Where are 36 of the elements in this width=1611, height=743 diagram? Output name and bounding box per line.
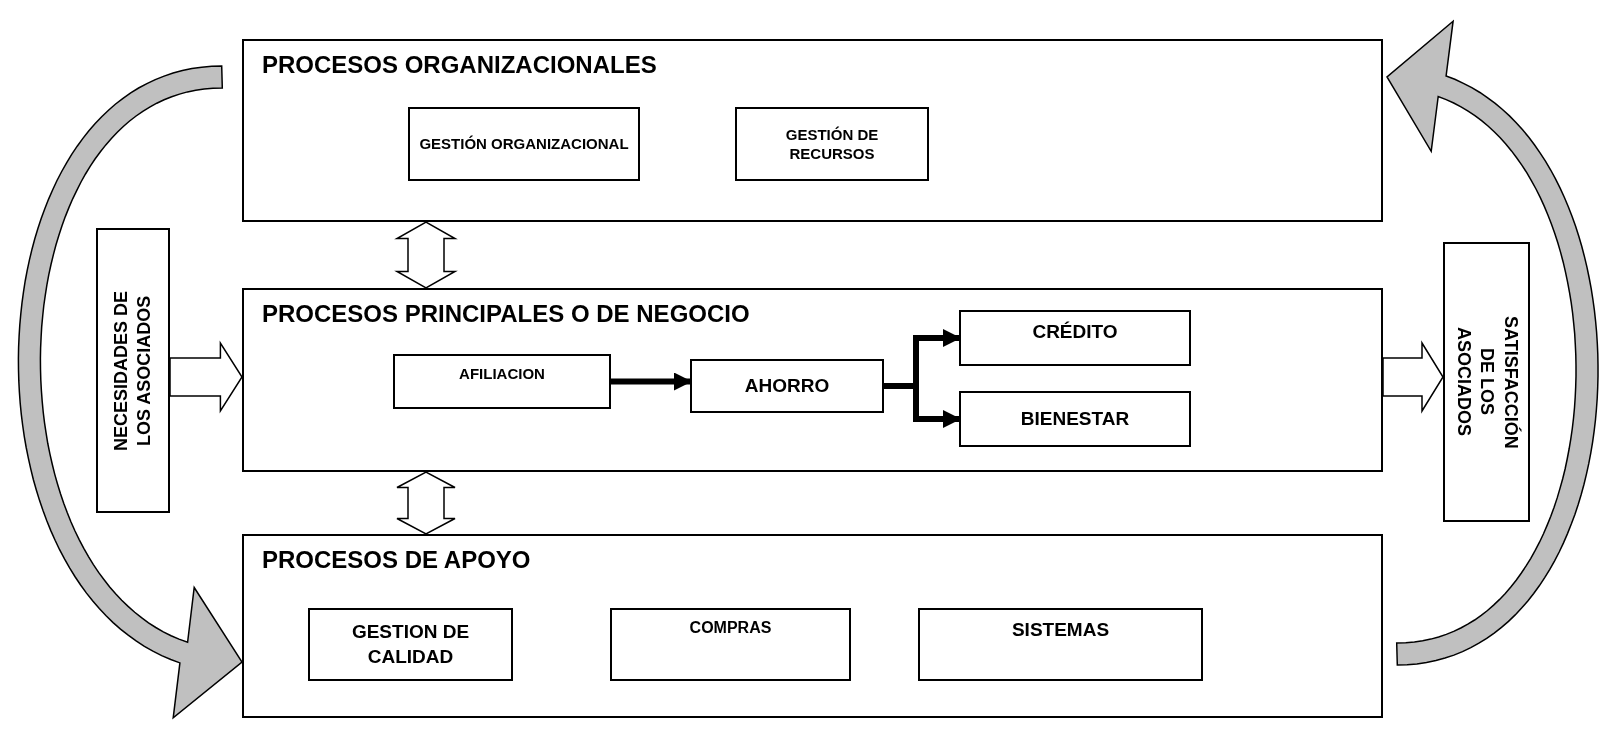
group-title: PROCESOS ORGANIZACIONALES xyxy=(262,51,657,79)
block-arrow xyxy=(396,471,456,535)
group-box xyxy=(242,288,1383,472)
box-label: AFILIACION xyxy=(459,364,545,384)
process-box xyxy=(1443,242,1530,522)
process-box xyxy=(959,310,1191,366)
process-box xyxy=(408,107,640,181)
block-arrow xyxy=(169,340,243,414)
box-label: SATISFACCIÓN DE LOS ASOCIADOS xyxy=(1452,314,1522,451)
box-label: CRÉDITO xyxy=(1032,320,1118,344)
process-box xyxy=(735,107,929,181)
box-label: GESTION DE CALIDAD xyxy=(350,619,471,669)
process-box xyxy=(308,608,513,681)
curved-block-arrow xyxy=(1386,19,1599,666)
process-box xyxy=(690,359,884,413)
box-label: GESTIÓN ORGANIZACIONAL xyxy=(419,134,629,154)
process-box xyxy=(918,608,1203,681)
curved-block-arrow xyxy=(17,65,243,720)
group-box xyxy=(242,534,1383,718)
arrow xyxy=(884,383,961,428)
box-label: GESTIÓN DE RECURSOS xyxy=(784,124,880,164)
group-box xyxy=(242,39,1383,222)
box-label: NECESIDADES DE LOS ASOCIADOS xyxy=(109,289,155,453)
arrow xyxy=(611,372,692,391)
process-box xyxy=(393,354,611,409)
box-label: COMPRAS xyxy=(689,618,772,638)
box-label: SISTEMAS xyxy=(1011,618,1110,642)
block-arrow xyxy=(394,221,458,289)
box-label: AHORRO xyxy=(744,373,830,398)
block-arrow xyxy=(1382,340,1444,414)
box-label: BIENESTAR xyxy=(1020,406,1130,431)
process-box xyxy=(96,228,170,513)
process-box xyxy=(959,391,1191,447)
process-box xyxy=(610,608,851,681)
group-title: PROCESOS DE APOYO xyxy=(262,546,531,574)
group-title: PROCESOS PRINCIPALES O DE NEGOCIO xyxy=(262,300,750,328)
